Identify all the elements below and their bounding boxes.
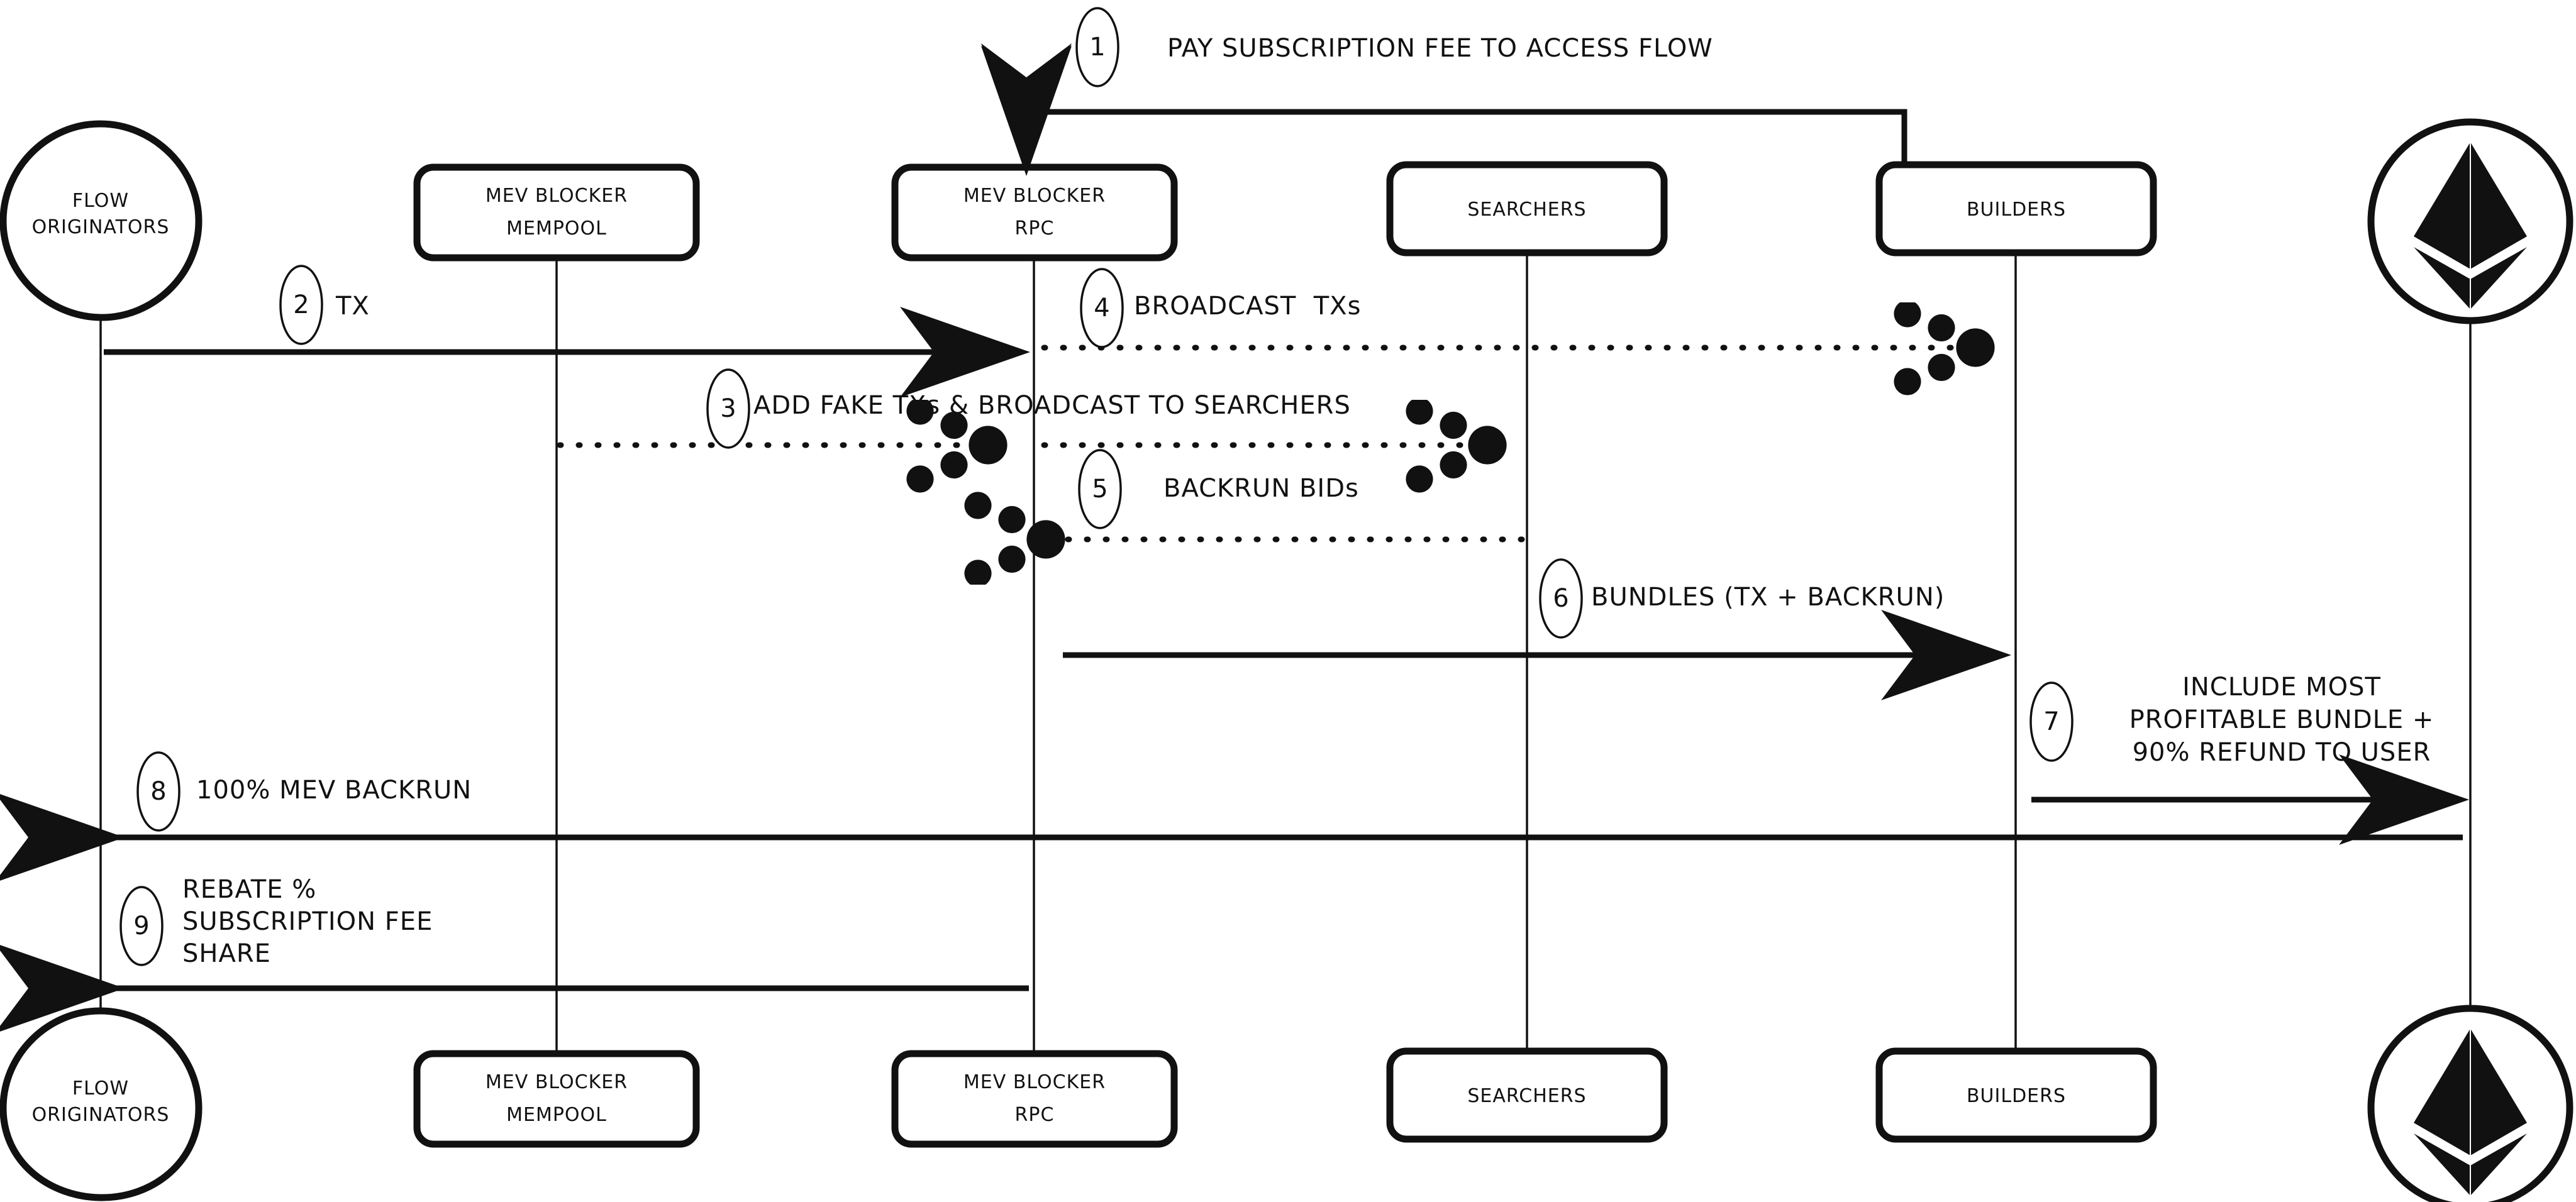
- ethereum-icon-bottom: [2414, 1028, 2527, 1196]
- node-label-mev-blocker-rpc-bottom-line2: RPC: [1014, 1103, 1055, 1126]
- step-number-9: 9: [133, 912, 150, 940]
- step-badge-4: [1080, 268, 1124, 348]
- node-label-flow-originators-bottom-line1: FLOW: [72, 1077, 130, 1100]
- node-label-mev-blocker-mempool-bottom-line2: MEMPOOL: [506, 1103, 607, 1126]
- step-badge-8: [136, 751, 180, 832]
- message-label-1: PAY SUBSCRIPTION FEE TO ACCESS FLOW: [1167, 34, 1713, 63]
- step-badge-6: [1539, 558, 1583, 639]
- message-label-9-line3: SHARE: [182, 939, 271, 968]
- node-label-searchers-top: SEARCHERS: [1467, 198, 1587, 221]
- step-number-5: 5: [1092, 475, 1108, 504]
- node-searchers-top-shape: [1386, 161, 1668, 256]
- node-builders-top-shape: [1875, 161, 2157, 256]
- message-label-7-line2: PROFITABLE BUNDLE +: [2129, 705, 2434, 734]
- node-label-mev-blocker-rpc-bottom-line1: MEV BLOCKER: [963, 1071, 1106, 1093]
- step-number-7: 7: [2043, 707, 2060, 736]
- node-searchers-bottom-shape: [1386, 1047, 1668, 1143]
- node-mev-blocker-rpc-top-shape: [891, 163, 1178, 262]
- node-label-builders-bottom: BUILDERS: [1966, 1084, 2067, 1107]
- step-badge-3: [706, 368, 750, 449]
- message-label-7-line3: 90% REFUND TO USER: [2132, 738, 2431, 767]
- node-flow-originators-bottom-shape: [0, 1007, 203, 1201]
- message-label-7-line1: INCLUDE MOST: [2182, 673, 2381, 702]
- step-badge-9: [119, 886, 164, 966]
- node-label-searchers-bottom: SEARCHERS: [1467, 1084, 1587, 1107]
- step-badge-2: [279, 265, 323, 345]
- message-label-9-line1: REBATE %: [182, 875, 317, 904]
- node-label-flow-originators-top-line2: ORIGINATORS: [31, 216, 170, 238]
- message-label-4: BROADCAST TXs: [1134, 292, 1362, 321]
- message-label-9-line2: SUBSCRIPTION FEE: [182, 907, 433, 936]
- step-number-1: 1: [1089, 33, 1106, 62]
- node-builders-bottom-shape: [1875, 1047, 2157, 1143]
- node-label-mev-blocker-mempool-top-line2: MEMPOOL: [506, 217, 607, 240]
- step-number-4: 4: [1094, 294, 1110, 323]
- message-label-5: BACKRUN BIDs: [1163, 474, 1359, 503]
- node-label-mev-blocker-mempool-top-line1: MEV BLOCKER: [485, 184, 628, 207]
- step-number-2: 2: [293, 290, 309, 319]
- node-label-mev-blocker-rpc-top-line2: RPC: [1014, 217, 1055, 240]
- lifelines: [99, 251, 2472, 1054]
- node-mev-blocker-mempool-top-shape: [413, 163, 700, 262]
- message-label-2: TX: [336, 292, 370, 321]
- node-label-flow-originators-bottom-line2: ORIGINATORS: [31, 1103, 170, 1126]
- step-badge-5: [1078, 449, 1122, 529]
- step-number-3: 3: [720, 394, 736, 423]
- node-label-mev-blocker-rpc-top-line1: MEV BLOCKER: [963, 184, 1106, 207]
- step-badge-7: [2029, 681, 2074, 762]
- step-number-8: 8: [150, 777, 167, 806]
- node-label-mev-blocker-mempool-bottom-line1: MEV BLOCKER: [485, 1071, 628, 1093]
- step-number-6: 6: [1553, 584, 1569, 613]
- node-mev-blocker-rpc-bottom-shape: [891, 1050, 1178, 1148]
- ethereum-icon-top: [2414, 142, 2527, 309]
- message-label-6: BUNDLES (TX + BACKRUN): [1591, 583, 1945, 612]
- arrow-step-1: [981, 43, 1907, 174]
- participant-shapes-bottom: [0, 1005, 2573, 1202]
- step-badge-1: [1075, 7, 1119, 87]
- node-mev-blocker-mempool-bottom-shape: [413, 1050, 700, 1148]
- node-label-builders-top: BUILDERS: [1966, 198, 2067, 221]
- node-label-flow-originators-top-line1: FLOW: [72, 189, 130, 212]
- step-badges: [119, 7, 2074, 966]
- node-flow-originators-top-shape: [0, 120, 203, 321]
- participant-shapes-top: [0, 118, 2573, 324]
- message-label-8: 100% MEV BACKRUN: [196, 776, 472, 805]
- message-label-3: ADD FAKE TXs & BROADCAST TO SEARCHERS: [753, 391, 1351, 420]
